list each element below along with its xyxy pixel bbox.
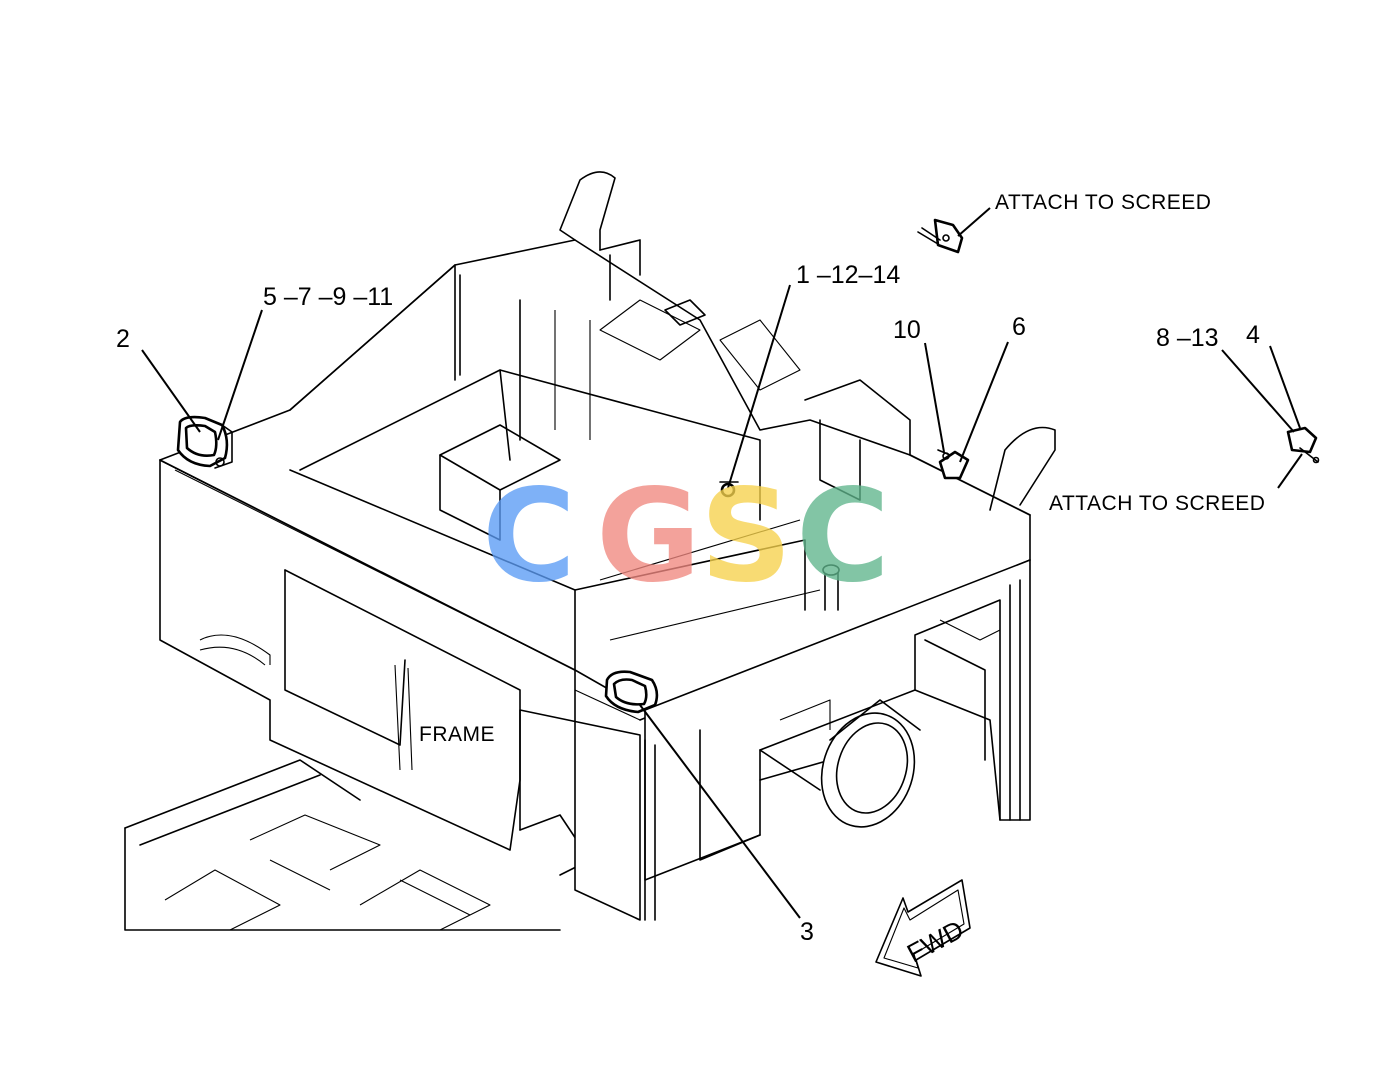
bracket-part-4 [1286, 426, 1320, 464]
callout-2: 2 [116, 325, 130, 353]
callout-1-12-14: 1 –12–14 [796, 261, 900, 289]
callout-10: 10 [893, 316, 921, 344]
cgsc-watermark: C G S C [482, 462, 890, 611]
frame-label: FRAME [419, 723, 495, 746]
bracket-attach-top [917, 218, 964, 254]
callout-6: 6 [1012, 313, 1026, 341]
attach-to-screed-note-right: ATTACH TO SCREED [1049, 492, 1265, 515]
leader-lines [141, 207, 1303, 919]
watermark-letter-s: S [700, 462, 792, 611]
right-lower-structure [644, 559, 1031, 921]
lamp-part-3 [604, 670, 659, 714]
watermark-letter-g: G [596, 462, 701, 611]
bolt-part-1 [719, 481, 739, 498]
attach-to-screed-note-top: ATTACH TO SCREED [995, 191, 1211, 214]
watermark-letter-c1: C [482, 462, 576, 611]
callout-5-7-9-11: 5 –7 –9 –11 [263, 283, 393, 311]
watermark-letter-c2: C [796, 462, 890, 611]
callout-4: 4 [1246, 321, 1260, 349]
lamp-part-2 [176, 415, 233, 469]
callout-3: 3 [800, 918, 814, 946]
fwd-arrow: FWD [875, 879, 971, 977]
callout-8-13: 8 –13 [1156, 324, 1219, 352]
